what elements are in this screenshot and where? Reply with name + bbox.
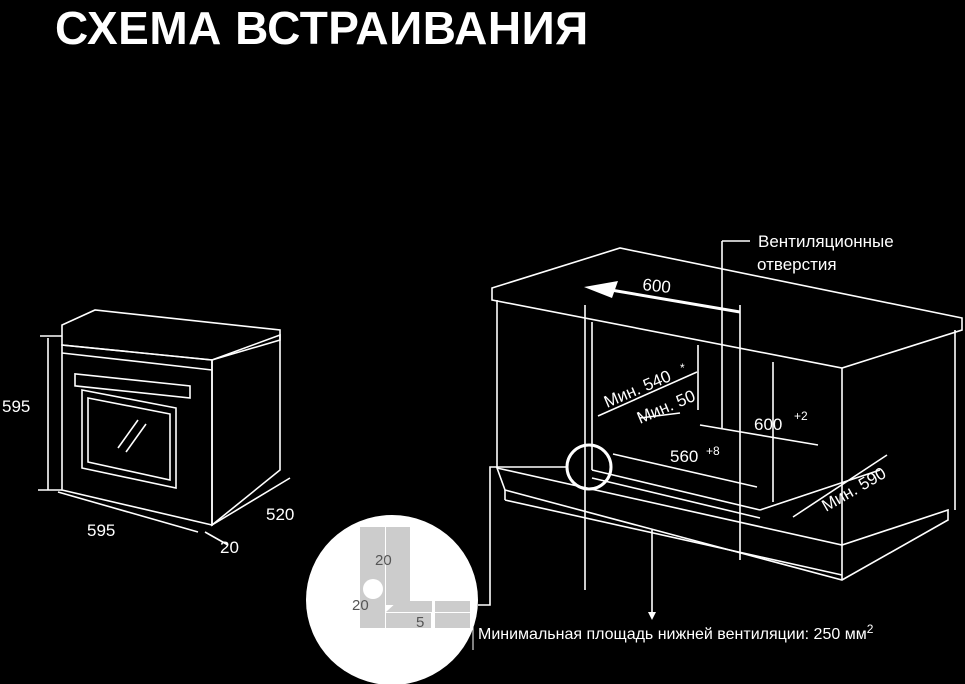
footnote-text: Минимальная площадь нижней вентиляции: 2…: [478, 622, 874, 643]
vent-label-line1: Вентиляционные: [758, 232, 894, 251]
cabinet-drawing: [478, 240, 963, 620]
cabinet-width-label: 560: [670, 447, 698, 466]
cabinet-width-tol: +8: [706, 444, 720, 458]
min-depth-mark: *: [680, 361, 685, 375]
min-590-label: Мин. 590: [819, 464, 890, 516]
page-title: СХЕМА ВСТРАИВАНИЯ: [55, 2, 589, 54]
oven-drawing: [38, 309, 291, 546]
oven-depth-label: 520: [266, 505, 294, 524]
detail-dim-bottom: 5: [416, 614, 424, 631]
oven-height-label: 595: [2, 397, 30, 416]
cabinet-width-top-label: 600: [642, 275, 672, 297]
cabinet-height-label: 600: [754, 415, 782, 434]
detail-zoom: [306, 515, 478, 684]
detail-dim-left: 20: [352, 597, 369, 614]
detail-dim-top: 20: [375, 552, 392, 569]
vent-label-line2: отверстия: [757, 255, 837, 274]
cabinet-height-tol: +2: [794, 409, 808, 423]
oven-width-label: 595: [87, 521, 115, 540]
oven-offset-label: 20: [220, 538, 239, 557]
